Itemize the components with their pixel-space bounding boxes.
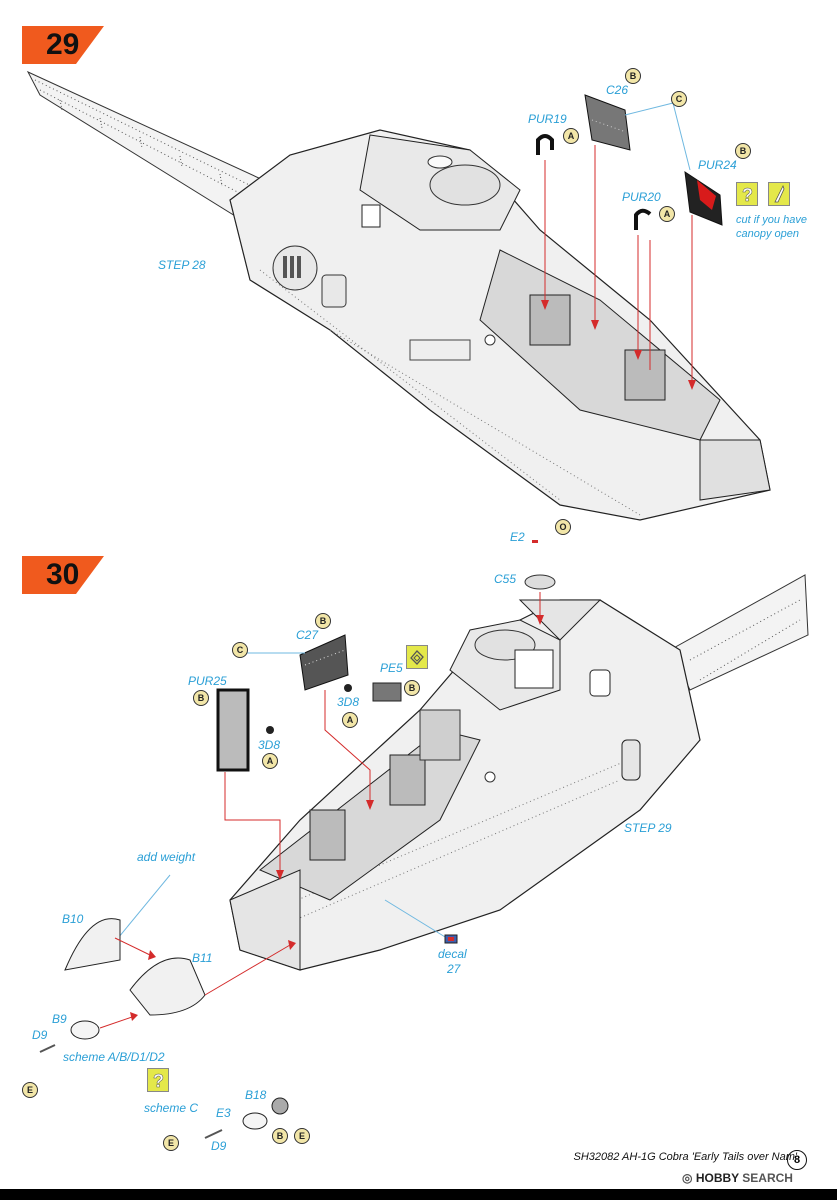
part-d9-label-lower: D9: [211, 1139, 227, 1153]
watermark-logo-icon: ◎: [682, 1171, 696, 1185]
ref-circle-pe5: B: [404, 680, 420, 696]
part-d9-label-upper: D9: [32, 1028, 48, 1042]
add-weight-note: add weight: [137, 850, 196, 864]
step-flag-shape: [22, 26, 104, 64]
ref-circle-pur20: A: [659, 206, 675, 222]
ref-circle-e2: O: [555, 519, 571, 535]
part-b11-label: B11: [192, 951, 213, 965]
step-29-drawing: [26, 70, 771, 521]
part-pur25-label: PUR25: [188, 674, 227, 688]
optional-question-icon: ?: [147, 1068, 169, 1092]
part-pur20-label: PUR20: [622, 190, 661, 204]
ref-circle-c26-c: C: [671, 91, 687, 107]
step-29-flag: 29: [22, 26, 104, 64]
part-3d8-label-lower: 3D8: [258, 738, 281, 752]
step-flag-shape: [22, 556, 104, 594]
watermark-hobby: HOBBY: [695, 1171, 739, 1185]
part-pe5-label: PE5: [380, 661, 403, 675]
part-pur19-label: PUR19: [528, 112, 567, 126]
scheme-abd-note: scheme A/B/D1/D2: [63, 1050, 165, 1064]
ref-circle-b18-b: B: [272, 1128, 288, 1144]
ref-circle-d9-upper: E: [22, 1082, 38, 1098]
decal-number: 27: [447, 962, 461, 976]
watermark: ◎ HOBBY SEARCH: [682, 1171, 793, 1185]
part-c27-label: C27: [296, 628, 319, 642]
cut-note-line1: cut if you have: [736, 214, 807, 226]
ref-circle-pur25: B: [193, 690, 209, 706]
part-pur24-label: PUR24: [698, 158, 737, 172]
step-30-drawing: [39, 540, 809, 1139]
ref-circle-pur24: B: [735, 143, 751, 159]
decal-label: decal: [438, 947, 467, 961]
part-e2-label: E2: [510, 530, 525, 544]
ref-circle-b18-e: E: [294, 1128, 310, 1144]
ref-circle-3d8-lower: A: [262, 753, 278, 769]
ref-circle-pur19: A: [563, 128, 579, 144]
svg-text:?: ?: [153, 1071, 164, 1091]
page-number: 8: [787, 1150, 807, 1170]
part-c26-label: C26: [606, 83, 629, 97]
part-b9-label: B9: [52, 1012, 67, 1026]
photo-etch-icon: [406, 645, 428, 669]
step-29-ref-label: STEP 29: [624, 821, 672, 835]
watermark-search: SEARCH: [742, 1171, 793, 1185]
part-b10-label: B10: [62, 912, 84, 926]
optional-question-icon: ?: [736, 182, 758, 206]
bottom-bar: [0, 1189, 837, 1200]
svg-text:?: ?: [742, 185, 753, 205]
ref-circle-c-link: C: [232, 642, 248, 658]
ref-circle-e3: E: [163, 1135, 179, 1151]
step-30-number: 30: [46, 558, 80, 591]
part-e3-label: E3: [216, 1106, 231, 1120]
ref-circle-c26: B: [625, 68, 641, 84]
scheme-c-note: scheme C: [144, 1101, 199, 1115]
part-b18-label: B18: [245, 1088, 267, 1102]
ref-circle-3d8-upper: A: [342, 712, 358, 728]
step-29-number: 29: [46, 28, 80, 61]
part-c55-label: C55: [494, 572, 517, 586]
step-28-ref-label: STEP 28: [158, 258, 206, 272]
part-3d8-label-upper: 3D8: [337, 695, 360, 709]
step-30-flag: 30: [22, 556, 104, 594]
cut-note-line2: canopy open: [736, 228, 799, 240]
ref-circle-c27: B: [315, 613, 331, 629]
cut-knife-icon: [768, 182, 790, 206]
footer-title: SH32082 AH-1G Cobra 'Early Tails over Na…: [573, 1151, 797, 1163]
